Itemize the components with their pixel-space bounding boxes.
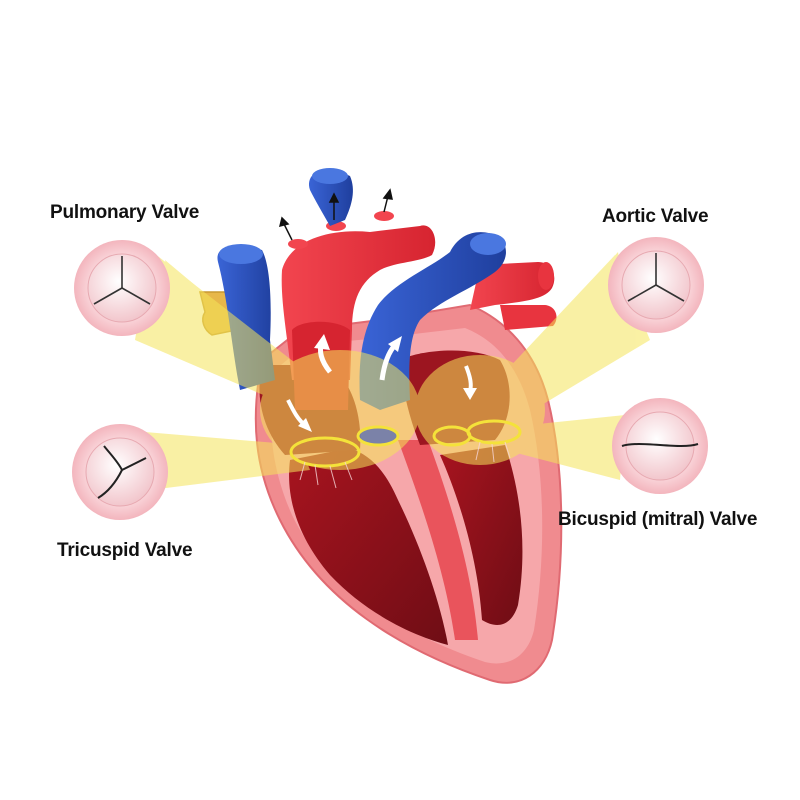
aorta-branch-1 — [288, 239, 308, 249]
flow-arrows — [286, 334, 477, 432]
label-aortic-valve: Aortic Valve — [602, 206, 709, 227]
label-tricuspid-valve: Tricuspid Valve — [57, 540, 193, 561]
aortic-valve-inset — [608, 237, 704, 333]
mitral-valve-slit — [621, 443, 699, 447]
septum — [398, 440, 478, 640]
label-bicuspid-valve: Bicuspid (mitral) Valve — [558, 509, 758, 530]
mitral-valve-inset — [612, 398, 708, 494]
right-ventricle — [289, 448, 448, 645]
valve-highlight-beams — [135, 250, 650, 490]
superior-vena-cava-opening — [219, 244, 263, 264]
pulmonary-ring — [356, 425, 400, 447]
left-ventricle — [440, 445, 523, 625]
aorta-branch-3 — [374, 211, 394, 221]
tricuspid-valve-inset — [72, 424, 168, 520]
pulmonary-trunk-top — [309, 169, 353, 226]
flow-arrowhead-right-atrium — [298, 418, 312, 432]
flow-arrowhead-aorta — [314, 334, 330, 350]
aortic-valve-cusps — [627, 253, 685, 302]
beam-tricuspid — [145, 432, 310, 490]
pulmonary-trunk-opening — [312, 168, 348, 184]
pulmonary-vein-right — [500, 305, 557, 330]
valve-rings — [289, 419, 522, 468]
mitral-ring — [466, 419, 522, 445]
pulmonary-valve-cusps — [93, 256, 151, 305]
highlight-glow-left — [260, 350, 420, 470]
chordae-tendineae — [299, 441, 511, 489]
tricuspid-ring — [289, 436, 361, 468]
flow-arrowhead-left-atrium — [463, 388, 477, 400]
flow-arrowhead-pulmonary — [388, 336, 402, 352]
label-pulmonary-valve: Pulmonary Valve — [50, 202, 200, 223]
pulmonary-trunk — [359, 232, 506, 410]
highlight-glow-right — [415, 355, 545, 465]
tricuspid-valve-cusps — [97, 445, 147, 499]
pulmonary-trunk-end — [470, 233, 506, 255]
pulmonary-valve-inset — [74, 240, 170, 336]
outflow-arrows — [278, 188, 393, 241]
pulmonary-artery-right-opening — [538, 262, 554, 290]
